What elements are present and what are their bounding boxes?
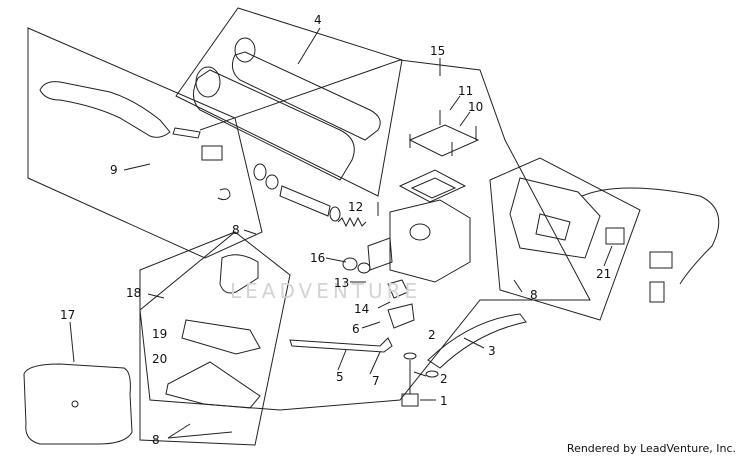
lever-pin [172, 127, 201, 139]
lever-bushing [201, 145, 223, 161]
callout-7: 7 [372, 374, 380, 388]
callout-10: 10 [468, 100, 483, 114]
reservoir-cap [408, 124, 480, 157]
callout-19: 19 [152, 327, 167, 341]
brake-light-switch [387, 279, 409, 299]
leader-11 [449, 95, 461, 111]
master-cylinder [367, 199, 471, 283]
leader-21 [603, 245, 613, 267]
reservoir-gasket [398, 169, 467, 203]
group-outline-lever [27, 27, 263, 259]
brake-hose [427, 313, 527, 369]
cap-screws [377, 110, 477, 216]
piston-kit [253, 163, 341, 222]
leader-3 [463, 337, 485, 349]
callout-1: 1 [440, 394, 448, 408]
return-spring [337, 216, 367, 228]
callout-21: 21 [596, 267, 611, 281]
callout-5: 5 [336, 370, 344, 384]
clutch-cable [289, 337, 393, 353]
leader-8a [243, 229, 257, 235]
reservoir-diaphragm [410, 177, 457, 199]
grip-lower [193, 66, 355, 181]
brake-lever [39, 81, 171, 138]
leader-6 [361, 321, 381, 329]
callout-2-bottom: 2 [440, 372, 448, 386]
handlebar-switch [509, 177, 720, 303]
callout-4: 4 [314, 13, 322, 27]
callout-8-right: 8 [530, 288, 538, 302]
watermark: LEADVENTURE [230, 279, 421, 303]
sealing-washers [403, 352, 439, 378]
leader-16 [325, 257, 347, 263]
callout-16: 16 [310, 251, 325, 265]
tool-bag [23, 363, 133, 445]
callout-2-top: 2 [428, 328, 436, 342]
leader-8c-left [167, 423, 191, 439]
grip-upper [231, 37, 381, 141]
group-outline-switch [489, 157, 641, 321]
tool-bag-button [71, 400, 79, 408]
callout-labels: 4 15 11 10 9 12 8 16 13 18 17 19 14 6 2 … [60, 13, 611, 447]
callout-17: 17 [60, 308, 75, 322]
banjo-bolt [401, 360, 419, 407]
callout-8-bottom: 8 [152, 433, 160, 447]
switch-bracket [387, 303, 415, 329]
hand-guard [165, 254, 261, 409]
group-outline-guard [139, 231, 291, 446]
callout-6: 6 [352, 322, 360, 336]
callout-20: 20 [152, 352, 167, 366]
circlip [217, 188, 231, 201]
leader-18 [147, 293, 165, 299]
callout-9: 9 [110, 163, 118, 177]
callout-15: 15 [430, 44, 445, 58]
callout-3: 3 [488, 344, 496, 358]
leader-14 [377, 301, 391, 309]
dust-caps [342, 257, 371, 274]
leader-10 [459, 111, 471, 127]
leader-2b [413, 371, 427, 377]
callout-14: 14 [354, 302, 369, 316]
leader-17 [69, 321, 75, 363]
master-cylinder-port [409, 223, 431, 241]
leader-5 [337, 349, 347, 371]
leader-8b [513, 279, 523, 293]
leader-8c-right [167, 431, 233, 439]
callout-12: 12 [348, 200, 363, 214]
callout-18: 18 [126, 286, 141, 300]
callout-13: 13 [334, 276, 349, 290]
leader-7 [369, 351, 381, 375]
group-outline-grips [175, 7, 403, 197]
callout-11: 11 [458, 84, 473, 98]
group-outline-main [139, 59, 591, 411]
leader-4 [297, 27, 321, 65]
render-credit: Rendered by LeadVenture, Inc. [566, 442, 736, 455]
leader-9 [123, 163, 151, 171]
callout-8-top: 8 [232, 223, 240, 237]
